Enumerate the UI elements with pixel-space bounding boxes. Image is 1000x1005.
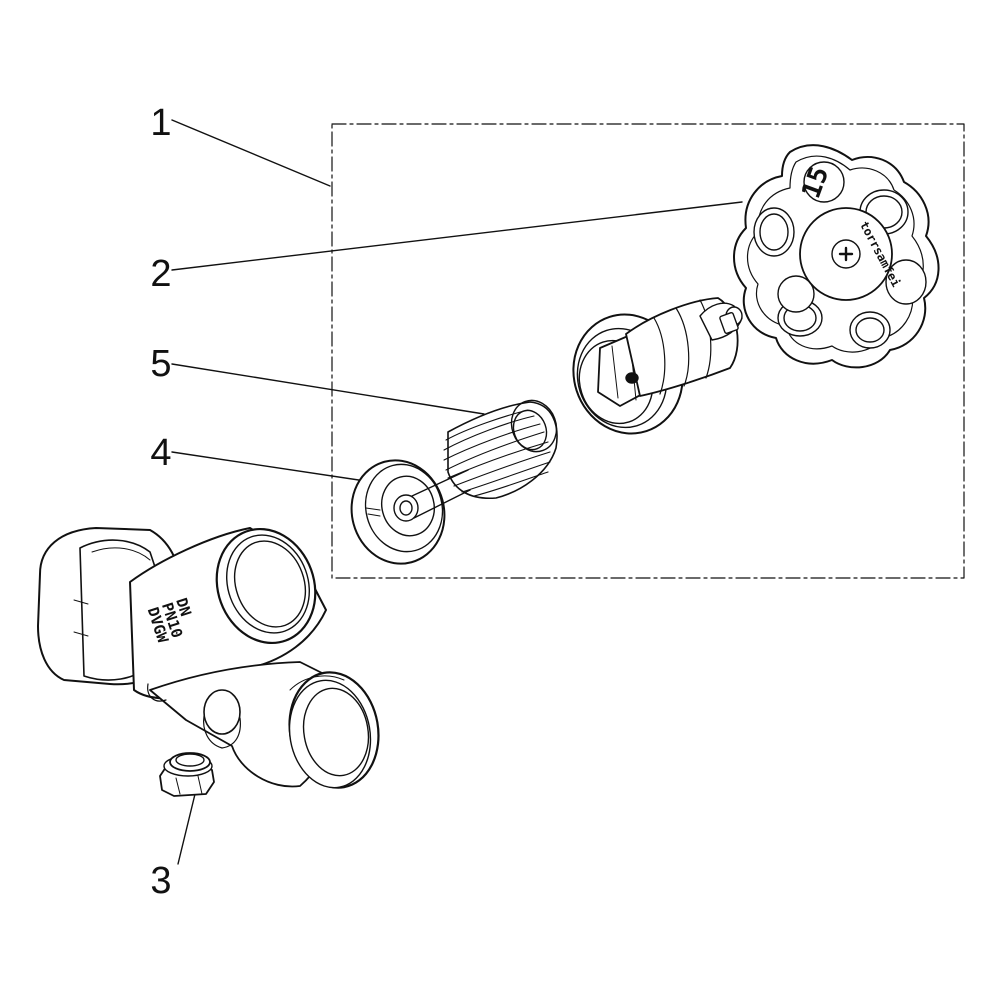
valve-disc-seal bbox=[350, 459, 471, 565]
callout-2: 2 bbox=[150, 253, 172, 295]
leader-line-4 bbox=[171, 451, 373, 483]
valve-body bbox=[37, 527, 380, 789]
leader-line-2 bbox=[171, 201, 743, 271]
leader-line-3 bbox=[177, 789, 197, 865]
drain-plug bbox=[159, 752, 215, 797]
body-stamp-line1: DN bbox=[172, 596, 195, 619]
handwheel bbox=[733, 144, 940, 369]
callout-3: 3 bbox=[150, 860, 172, 902]
leader-line-5 bbox=[171, 363, 485, 415]
spindle-bonnet bbox=[572, 297, 743, 435]
compression-spring bbox=[443, 399, 558, 499]
callout-4: 4 bbox=[150, 432, 172, 474]
leader-line-1 bbox=[171, 119, 331, 187]
callout-5: 5 bbox=[150, 343, 172, 385]
callout-1: 1 bbox=[150, 102, 172, 144]
assembly-boundary-box bbox=[331, 123, 965, 579]
